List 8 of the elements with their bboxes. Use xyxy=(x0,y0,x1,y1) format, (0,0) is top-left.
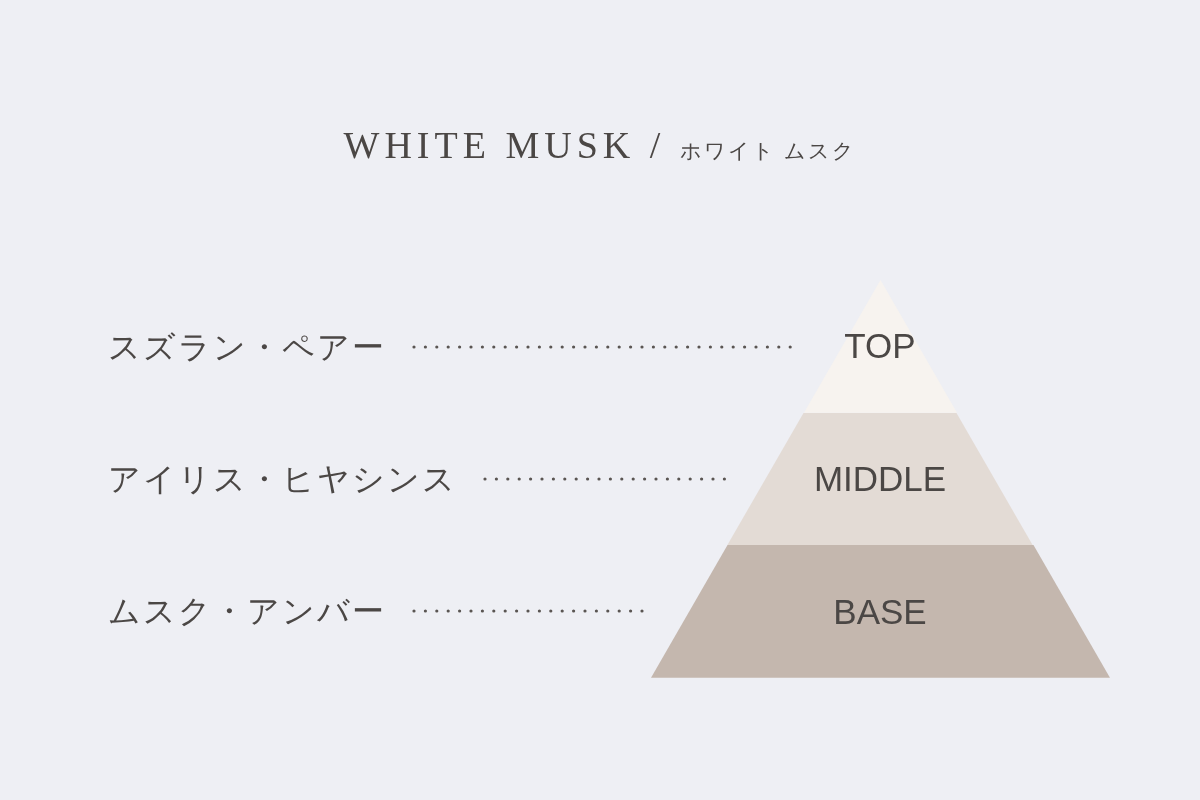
note-label: アイリス・ヒヤシンス xyxy=(108,459,457,499)
note-label: ムスク・アンバー xyxy=(108,591,386,631)
pyramid-tier: MIDDLE xyxy=(727,412,1033,546)
title: WHITE MUSK / ホワイト ムスク xyxy=(343,123,857,168)
pyramid-tier: BASE xyxy=(650,545,1110,678)
dotted-leader-line xyxy=(483,477,727,481)
pyramid-tier: TOP xyxy=(803,280,957,413)
note-label: スズラン・ペアー xyxy=(108,327,386,367)
